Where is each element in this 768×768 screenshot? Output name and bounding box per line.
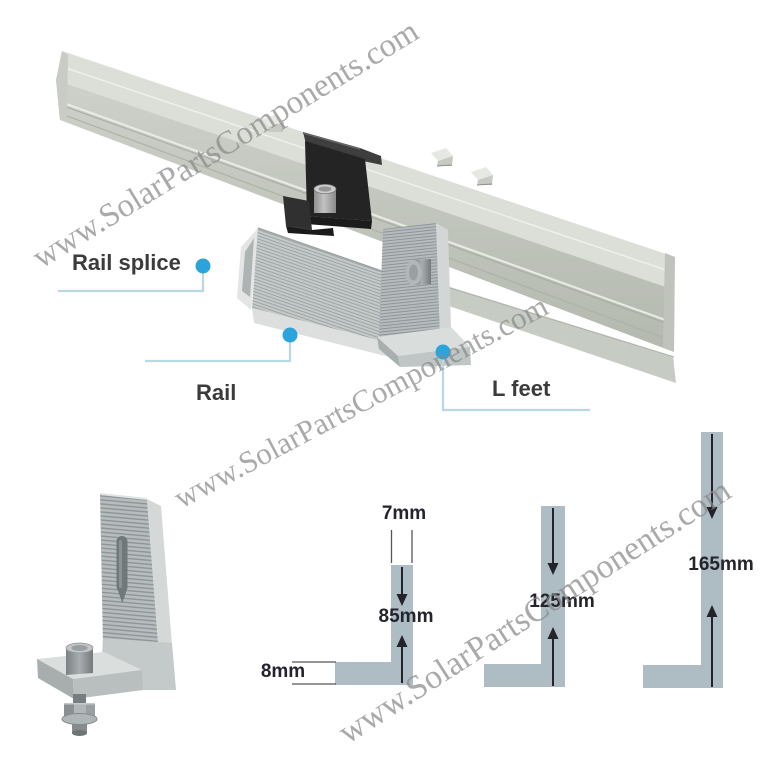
- splice-end-face-inner: [242, 238, 254, 297]
- under-rail-band: [437, 283, 676, 383]
- extension-lines-7mm: [390, 530, 413, 563]
- top-l-foot-part: [377, 223, 471, 367]
- l-foot-photo: [37, 493, 176, 736]
- foot-serrated-plate: [100, 494, 158, 646]
- clamp-top-flange: [303, 132, 382, 165]
- rail-label: Rail: [196, 380, 237, 405]
- dim-85mm-label: 85mm: [378, 606, 434, 627]
- rail-dot: [282, 327, 298, 343]
- dim-diagram-125mm: [484, 506, 565, 687]
- dim-diagram-165mm: [643, 432, 723, 688]
- leader-rail-splice: [58, 258, 211, 293]
- arrow-up-165: [706, 605, 718, 687]
- clamp-bolt: [313, 183, 337, 213]
- arrow-down-125: [547, 508, 559, 575]
- rail-clip-3: [262, 114, 284, 132]
- dim-8mm-label: 8mm: [260, 661, 306, 682]
- clamp-foot-lip: [286, 226, 334, 236]
- foot-plate-side-face: [147, 499, 172, 645]
- clamp-foot-flange: [283, 196, 312, 230]
- rail-splice-dot: [195, 258, 211, 274]
- foot-bolt-assembly: [61, 694, 98, 736]
- foot-base-bolt-head: [65, 642, 94, 675]
- extension-lines-8mm: [292, 661, 336, 685]
- top-foot-bolt: [405, 259, 431, 285]
- rail-clip-1: [431, 148, 453, 167]
- mid-clamp: [283, 132, 382, 236]
- l-profile-85: [335, 565, 413, 685]
- clamp-bottom-lip: [306, 216, 372, 229]
- arrow-down-85: [396, 567, 408, 606]
- arrow-up-125: [547, 627, 559, 686]
- foot-base-left: [37, 659, 74, 699]
- l-feet-dot: [435, 344, 451, 360]
- dim-7mm-label: 7mm: [381, 503, 427, 524]
- dim-165mm-label: 165mm: [688, 554, 754, 575]
- l-profile-125: [484, 506, 565, 687]
- foot-base-front: [73, 670, 143, 699]
- dim-diagram-85mm: [292, 530, 413, 685]
- bolt-tip: [72, 724, 87, 733]
- top-foot-side-face: [436, 223, 451, 332]
- arrow-down-165: [706, 434, 718, 519]
- arrow-up-85: [396, 635, 408, 683]
- top-foot-base-left: [377, 337, 400, 367]
- l-feet-label: L feet: [492, 376, 551, 401]
- leader-l-feet: [435, 344, 590, 412]
- dim-125mm-label: 125mm: [529, 591, 595, 612]
- rail-clip-2: [471, 167, 493, 186]
- rail-right-end-cap: [663, 253, 675, 352]
- rail-left-end-cap: [56, 51, 68, 120]
- top-foot-base-front: [398, 347, 471, 367]
- l-profile-165: [643, 432, 723, 688]
- washer: [61, 713, 98, 725]
- rail-splice-label: Rail splice: [72, 250, 181, 275]
- foot-mounting-slot: [116, 536, 128, 603]
- leader-rail: [145, 327, 298, 363]
